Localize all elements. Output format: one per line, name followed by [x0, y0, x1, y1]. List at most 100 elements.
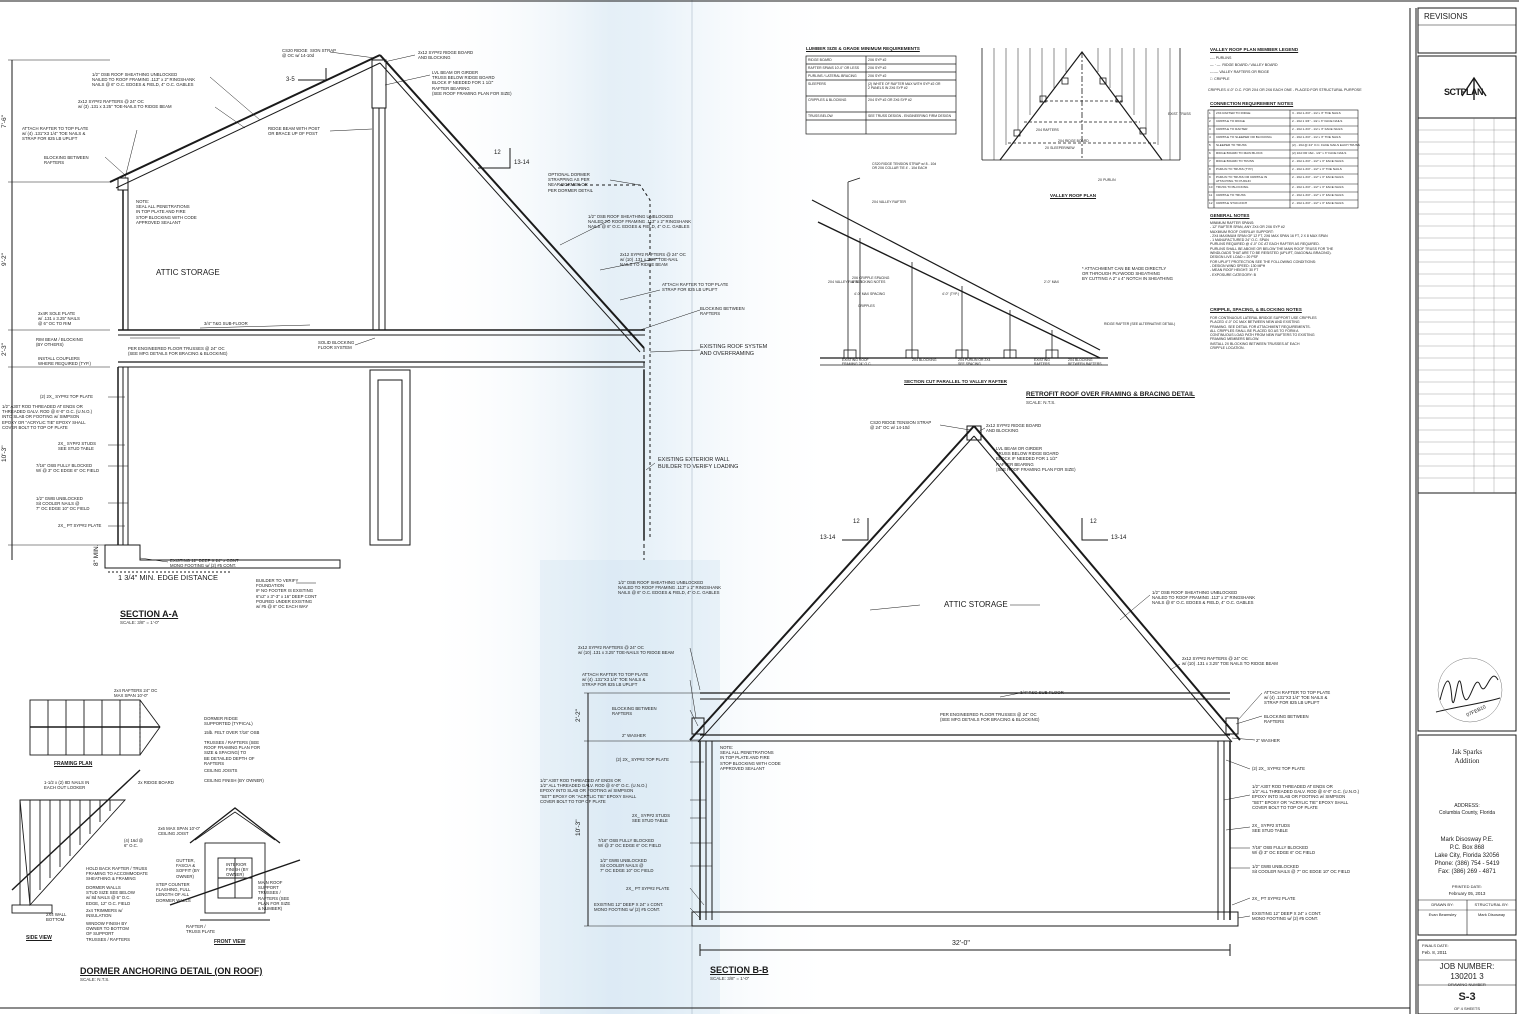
note-bb-r8: 1/2" A307 ROD THREADED AT ENDS OR 1/2" A…	[1252, 784, 1360, 810]
note-bb-l12: EXISTING 12" DEEP X 24" x CONT. MONO FOO…	[594, 902, 664, 913]
valley-section-label-9: EXISTING ROOF FRAMING 24" O.C.	[842, 358, 872, 366]
note-dormer-14: GUTTER, FASCIA & SOFFIT (BY OWNER)	[176, 858, 200, 879]
note-bb-r7: (2) 2X_ SYP#2 TOP PLATE	[1252, 766, 1305, 771]
attic-storage-label-bb: ATTIC STORAGE	[944, 600, 1008, 609]
conn-row-number: 5	[1209, 143, 1211, 147]
note-aa-4: 2x12 SYP#2 RAFTERS @ 24" OC w/ (3) .131 …	[78, 99, 172, 110]
job-number: 130201 3	[1450, 972, 1484, 981]
subfloor-label-bb: 3/4" T&G SUB-FLOOR	[1020, 690, 1064, 695]
section-aa-scale: SCALE: 3/8" = 1'-0"	[120, 620, 160, 625]
lumber-row-label: PURLINS / LATERAL BRACING	[808, 74, 857, 78]
note-dormer-17: MAIN ROOF SUPPORT TRUSSES / RAFTERS (SEE…	[258, 880, 291, 912]
dim-aa-5: 8" MIN.	[93, 544, 100, 566]
note-aa-15: (2) 2X_ SYP#2 TOP PLATE	[40, 394, 93, 399]
dim-bb-2: 10'-3"	[575, 819, 582, 836]
valley-plan-title: VALLEY ROOF PLAN	[1050, 193, 1097, 198]
conn-row-member: 2X4 RAFTER TO RIDGE	[1216, 111, 1251, 115]
floor-trusses-bb: PER ENGINEERED FLOOR TRUSSES @ 24" OC (S…	[940, 712, 1040, 723]
valley-roof-plan	[981, 48, 1181, 161]
pitch-run-bb-right: 12	[1090, 519, 1097, 525]
note-bb-l1: 1/2" OSB ROOF SHEATHING UNBLOCKED NAILED…	[618, 580, 722, 596]
note-aa-0: CS20 RIDGE SION STRAP @ OC w/ 14-10d	[282, 48, 336, 59]
printed-date: February 05, 2013	[1448, 891, 1486, 896]
lumber-row-label: TRUSS BELOW	[808, 114, 833, 118]
note-aa-21: EXISTING 12" DEEP X 24" x CONT MONO FOOT…	[170, 558, 239, 569]
lumber-row-label: SLEEPERS	[808, 82, 826, 86]
note-bb-l5: 2" WASHER	[622, 733, 646, 738]
cripple-notes: FOR CONTINUOUS LATERAL BRIDGE SUPPORT US…	[1210, 316, 1317, 351]
note-bb-r12: 2X_ PT SYP#2 PLATE	[1252, 896, 1296, 901]
note-bb-l8: 2X_ SYP#2 STUDS SEE STUD TABLE	[632, 813, 670, 824]
conn-row-number: 1	[1209, 111, 1211, 115]
note-dormer-7: 1-1/2 x (2) 8D NAILS IN EACH OUT LOOKER	[44, 780, 90, 791]
note-bb-r4: ATTACH RAFTER TO TOP PLATE w/ (4) .131"X…	[1264, 690, 1331, 706]
note-bb-r0: 2x12 SYP#2 RIDGE BOARD AND BLOCKING	[986, 423, 1042, 434]
note-aa-9: 2x4R SOLE PLATE w/ .131 x 3.25" NAILS @ …	[38, 311, 80, 327]
side-view-label: SIDE VIEW	[26, 935, 52, 941]
note-aa-11: RIM BEAM / BLOCKING (BY OTHERS)	[36, 337, 84, 348]
pitch-rise-bb-right: 13-14	[1111, 535, 1127, 541]
drawing-number: S-3	[1458, 991, 1476, 1003]
project-title: Jak Sparks Addition	[1451, 748, 1483, 765]
note-bb-r11: 1/2" GWB UNBLOCKED Sit COOLER NAILS @ 7"…	[1252, 864, 1351, 875]
conn-row-member: SLEEPER TO TRUSS	[1216, 143, 1247, 147]
note-dormer-6: 2x RIDGE BOARD	[138, 780, 174, 785]
valley-plan-label-3: 2X4 RAFTERS	[1036, 128, 1059, 132]
conn-row-nailing: 2 - 16d 1-3/4" - 1/2" x 3" FACE NAILS	[1292, 201, 1344, 205]
conn-row-member: PURLIN TO TRUSS (TYP.)	[1216, 167, 1254, 171]
section-bb-scale: SCALE: 3/8" = 1'-0"	[710, 976, 750, 981]
dormer-title: DORMER ANCHORING DETAIL (ON ROOF)	[80, 966, 263, 976]
engineer-signature	[1435, 657, 1503, 723]
finals-date-label: FINALS DATE:	[1422, 943, 1449, 948]
note-aa-25: ATTACH RAFTER TO TOP PLATE STRAP FOR 825…	[662, 282, 729, 293]
valley-section-label-11: 2X4 PURLIN OR 2X4 SEE SPACING	[958, 358, 991, 366]
note-aa-29: BUILDER TO VERIFY FOUNDATION IF NO FOOTE…	[256, 578, 317, 610]
valley-section-label-8: RIDGE RAFTER (SEE ALTERNATIVE DETAIL)	[1104, 322, 1176, 326]
section-bb-drawing	[584, 424, 1263, 956]
lumber-row-value: 2X6 SYP #2	[868, 66, 887, 70]
legend-item-2: ------- VALLEY RAFTERS OR RIDGE	[1210, 70, 1270, 74]
note-bb-l7: 1/2" A307 ROD THREADED AT ENDS OR 1/2" A…	[540, 778, 648, 804]
general-notes: MINIMUM RAFTER SPANS: - 12" RAFTER SPAN,…	[1210, 221, 1334, 277]
conn-row-member: RIDGE BOARD TO TRUSS	[1216, 159, 1254, 163]
conn-row-member: CRIPPLE TO RAFTER	[1216, 127, 1248, 131]
note-dormer-11: 2x4 TRIMMERS w/ INSULATION	[86, 908, 123, 919]
note-aa-10: 3/4" T&G SUB-FLOOR	[204, 321, 248, 326]
dim-aa-3: 2'-3"	[1, 343, 8, 356]
note-dormer-12: WINDOW FINISH BY OWNER TO BOTTOM OF SUPP…	[86, 921, 130, 942]
note-bb-r5: BLOCKING BETWEEN RAFTERS	[1264, 714, 1309, 725]
finals-date: Feb. 8, 2011	[1422, 950, 1447, 955]
lumber-table-title: LUMBER SIZE & GRADE MINIMUM REQUIREMENTS	[806, 46, 920, 51]
attach-note: * ATTACHMENT CAN BE MADE DIRECTLY OR THR…	[1082, 266, 1173, 282]
conn-row-nailing: (2) - 16d @ 24" O.C. FACE NAILS EACH TRU…	[1292, 143, 1360, 147]
dim-aa-4: 10'-3"	[1, 445, 8, 462]
job-number-label: JOB NUMBER:	[1439, 962, 1495, 971]
legend-item-0: ---- PURLINS	[1210, 56, 1232, 60]
conn-row-member: RIDGE BOARD TO MAIN BLOCK	[1216, 151, 1263, 155]
valley-plan-label-4: 2X PURLIN	[1098, 178, 1116, 182]
note-bb-r3: 2x12 SYP#2 RAFTERS @ 24" OC w/ (10) .131…	[1182, 656, 1278, 667]
pitch-rise-aa: 13-14	[514, 160, 530, 166]
note-aa-6: BLOCKING BETWEEN RAFTERS	[44, 155, 89, 166]
note-dormer-0: 2x4 RAFTERS 24" OC MAX SPAN 10'-0"	[114, 688, 158, 699]
section-aa-title: SECTION A-A	[120, 609, 179, 619]
note-bb-l10: 1/2" GWB UNBLOCKED Sit COOLER NAILS @ 7"…	[600, 858, 654, 874]
valley-plan-label-0: EXIST. TRUSS	[1168, 112, 1191, 116]
note-bb-l13: NOTE: SEAL ALL PENETRATIONS IN TOP PLATE…	[720, 745, 781, 771]
note-aa-14: SOLID BLOCKING FLOOR SYSTEM	[318, 340, 355, 351]
note-aa-26: BLOCKING BETWEEN RAFTERS	[700, 306, 745, 317]
cripple-title: CRIPPLE, SPACING, & BLOCKING NOTES	[1210, 307, 1302, 312]
note-bb-r1: LVL BEAM OR GIRDER TRUSS BELOW RIDGE BOA…	[996, 446, 1076, 472]
conn-row-nailing: 2 - 16d 1-3/4" - 1/2 x 3" FACE NAILS	[1292, 127, 1343, 131]
general-title: GENERAL NOTES	[1210, 213, 1250, 218]
conn-row-number: 8	[1209, 167, 1211, 171]
sctplan-logo-icon	[1461, 76, 1487, 100]
valley-section-label-1: 2X4 VALLEY RAFTER	[872, 200, 906, 204]
conn-row-member: CRIPPLE STUD-INCH	[1216, 201, 1248, 205]
note-dormer-1: DORMER RIDGE SUPPORTED (TYPICAL)	[204, 716, 253, 727]
valley-section-title: SECTION CUT PARALLEL TO VALLEY RAFTER	[904, 379, 1007, 384]
note-bb-l6: (2) 2X_ SYP#2 TOP PLATE	[616, 757, 669, 762]
valley-section-label-3: 2X6 CRIPPLE SPACING & BLOCKING NOTES	[852, 276, 890, 284]
valley-section-label-7: CRIPPLES	[858, 304, 875, 308]
